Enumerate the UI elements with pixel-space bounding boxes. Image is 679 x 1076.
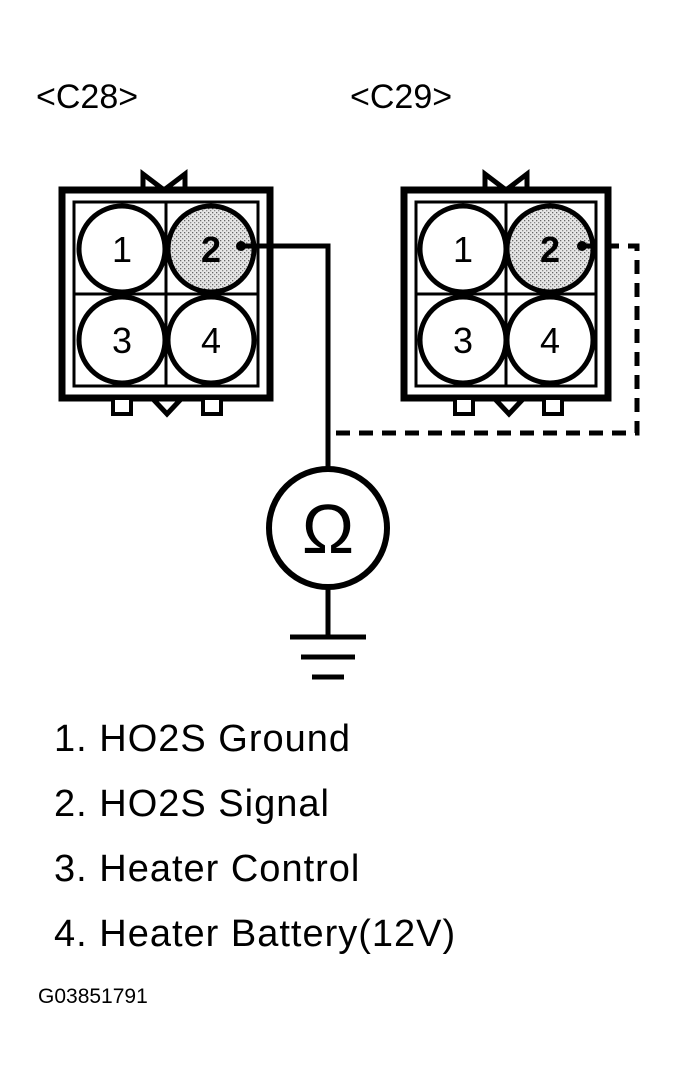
c28-pin-3-number: 3: [112, 320, 132, 361]
c28-key-bottom: [150, 396, 184, 418]
c28-pin-1: [76, 203, 168, 295]
c28-latch-left: [111, 396, 133, 416]
c29-pin-4: [504, 294, 596, 386]
c29-pin-4-number: 4: [540, 320, 560, 361]
ground-icon: [290, 587, 366, 680]
c28-test-lead: [241, 243, 331, 468]
c29-pin-2: [504, 203, 596, 295]
c28-pin-2: [165, 203, 257, 295]
pin-legend: 1. HO2S Ground 2. HO2S Signal 3. Heater …: [54, 718, 456, 955]
c28-pin-4-number: 4: [201, 320, 221, 361]
c28-pin-2-number: 2: [201, 229, 221, 270]
c28-pin-4: [165, 294, 257, 386]
ohm-symbol: Ω: [302, 490, 354, 568]
c29-pin-3-number: 3: [453, 320, 473, 361]
c28-label: <C28>: [36, 78, 138, 116]
c29-latch-right: [542, 396, 564, 416]
c29-key-bottom: [492, 396, 526, 418]
c29-pin-2-number: 2: [540, 229, 560, 270]
connector-c28: 1 2 3 4: [58, 168, 274, 418]
c28-pin-1-number: 1: [112, 229, 132, 270]
legend-item-1: 1. HO2S Ground: [54, 718, 351, 760]
c29-label: <C29>: [350, 78, 452, 116]
c29-test-lead: [328, 243, 640, 436]
legend-item-3: 3. Heater Control: [54, 848, 360, 890]
c28-latch-right: [201, 396, 223, 416]
legend-item-2: 2. HO2S Signal: [54, 783, 330, 825]
connector-c29: 1 2 3 4: [400, 168, 612, 418]
legend-item-4: 4. Heater Battery(12V): [54, 913, 456, 955]
figure-code: G03851791: [38, 985, 148, 1008]
c29-pin-1-number: 1: [453, 229, 473, 270]
c29-latch-left: [453, 396, 475, 416]
ohmmeter: Ω: [266, 466, 390, 590]
c28-pin-3: [76, 294, 168, 386]
